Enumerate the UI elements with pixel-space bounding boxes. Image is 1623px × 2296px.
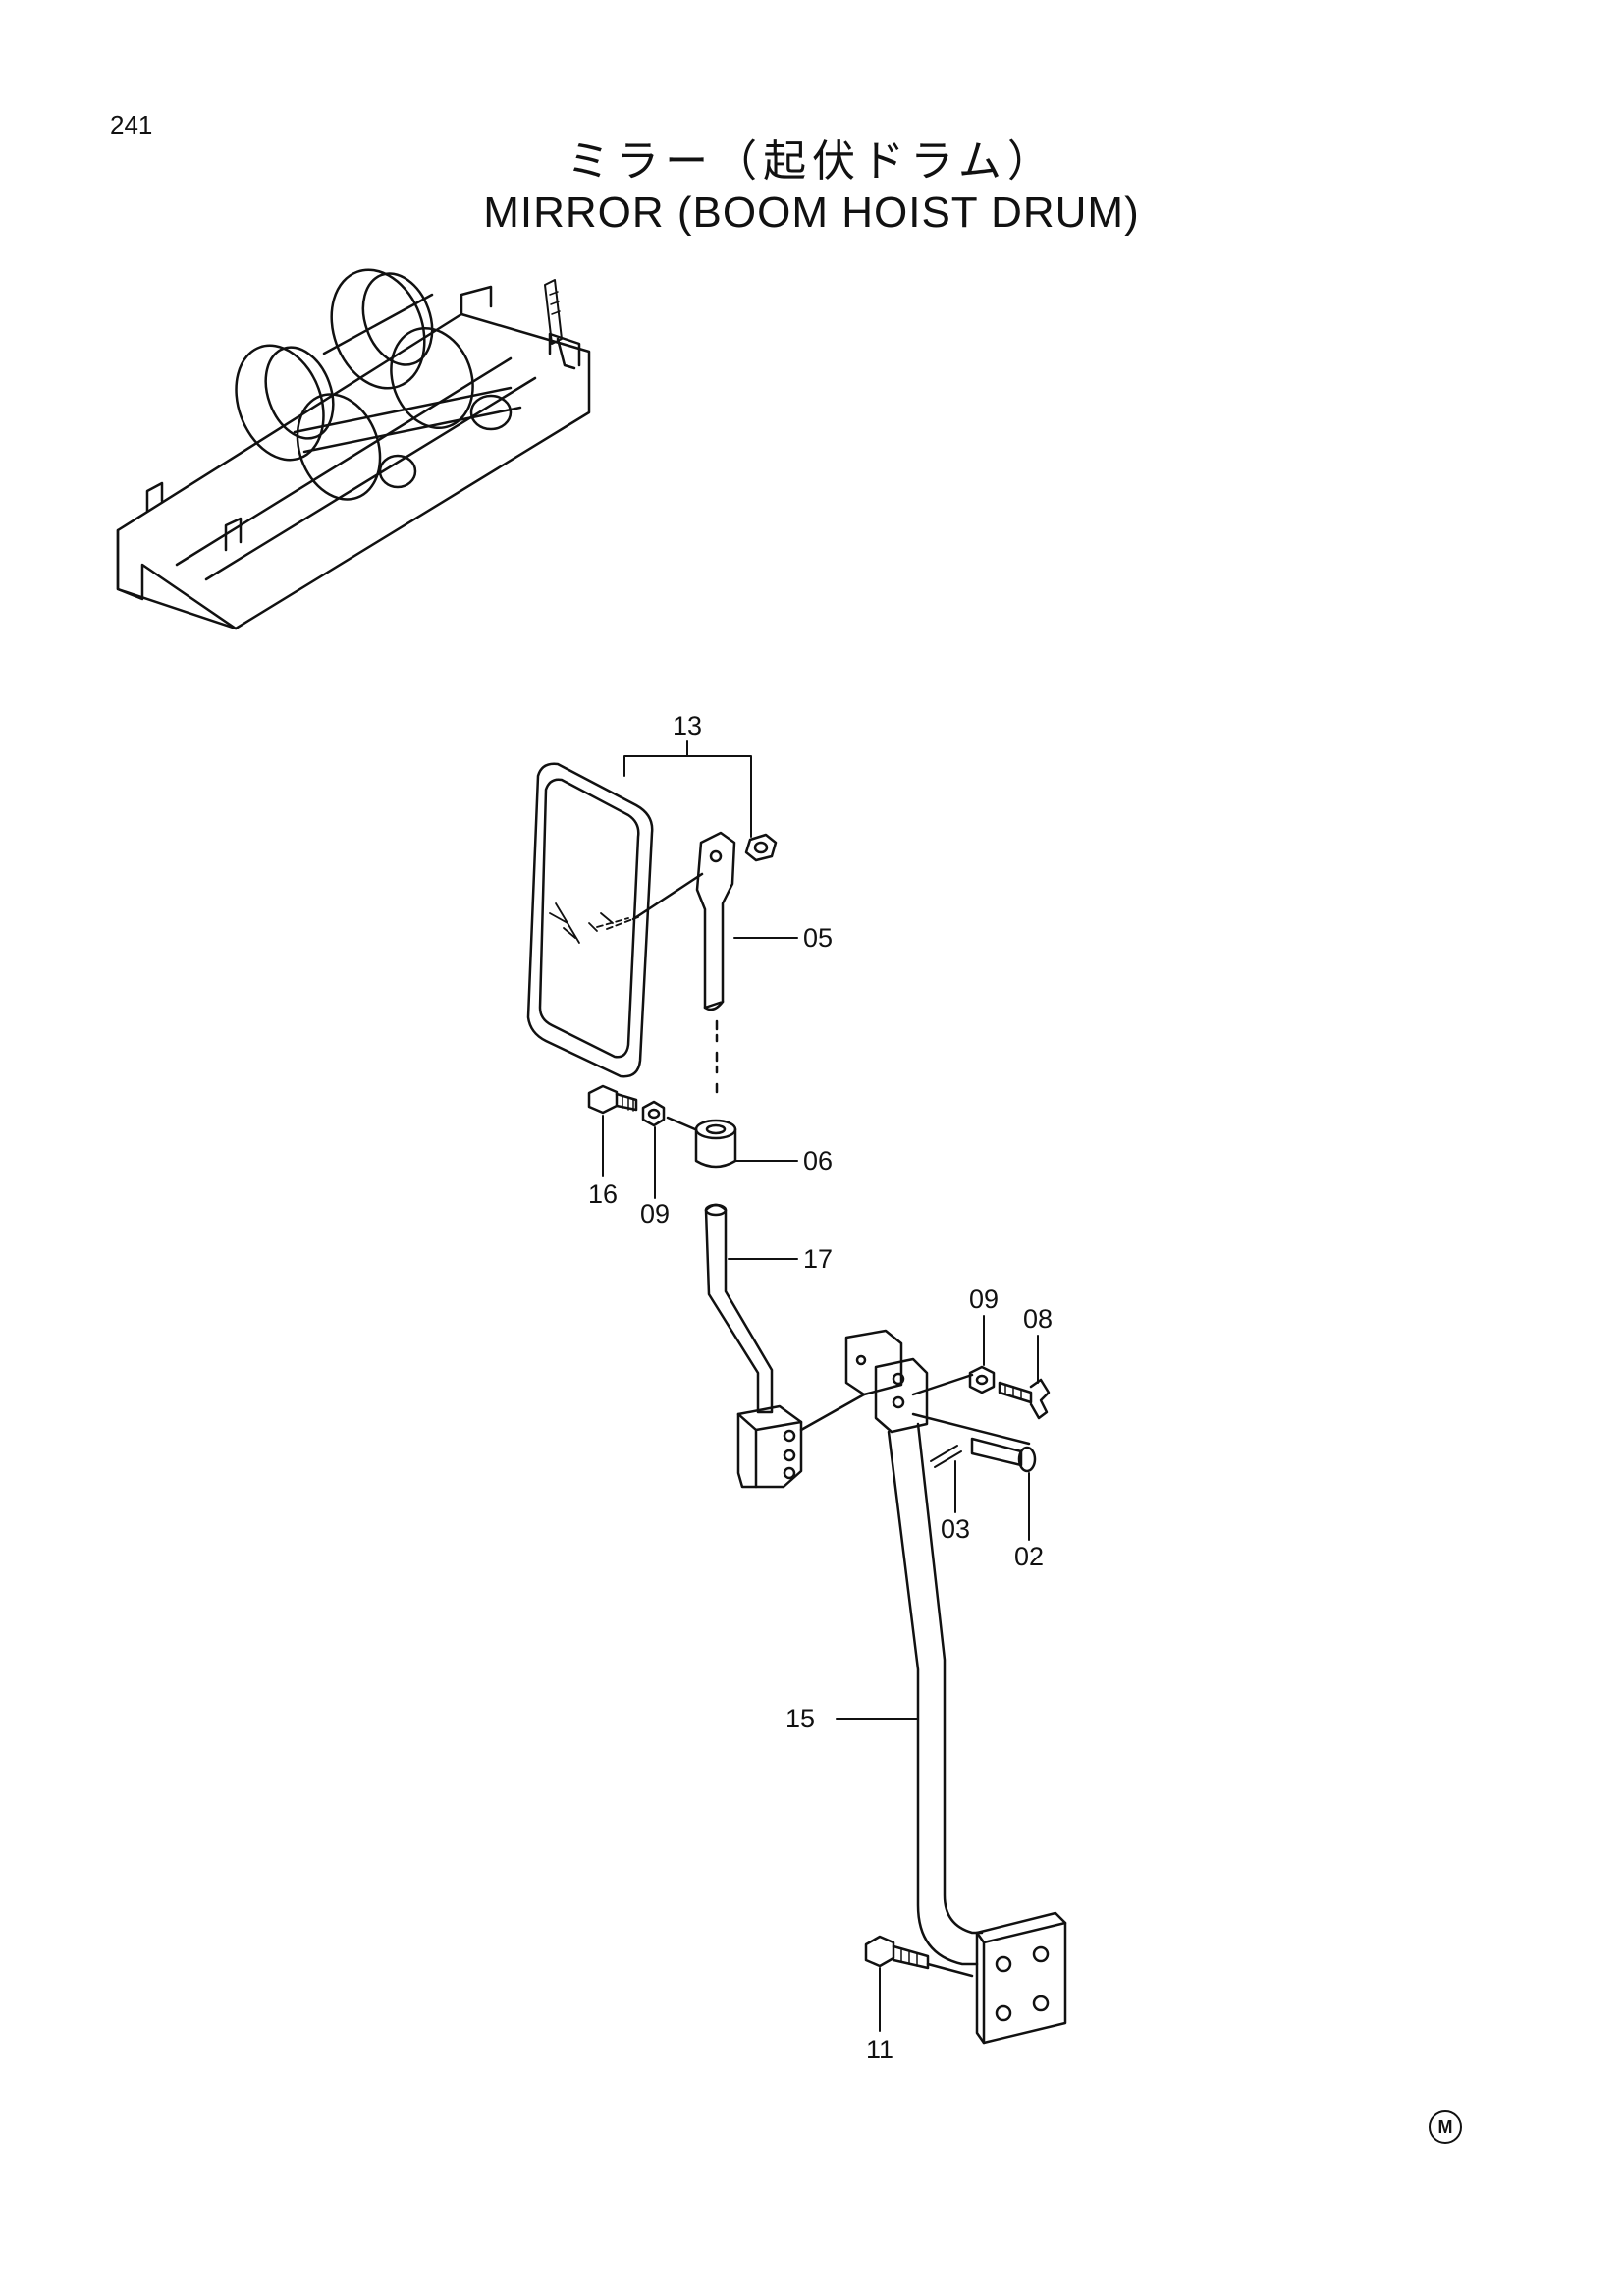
clamp-block (736, 1404, 803, 1489)
callout-16: 16 (588, 1179, 618, 1209)
bar-part-17 (704, 1203, 774, 1414)
leader-clamp-to-bracket (799, 1393, 866, 1432)
boss-part-06 (694, 1119, 737, 1169)
page-title-english: MIRROR (BOOM HOIST DRUM) (483, 189, 1140, 237)
drum-frame-locator-sketch (116, 268, 591, 630)
leader-16-to-06 (666, 1116, 697, 1131)
bolt-part-16 (587, 1084, 638, 1115)
base-plate (975, 1911, 1067, 2045)
cotter-pin-part-03 (930, 1445, 962, 1468)
callout-11: 11 (866, 2035, 893, 2064)
callout-03: 03 (941, 1514, 970, 1544)
manufacturer-mark: M (1429, 2110, 1462, 2144)
callout-labels: 13 05 16 09 06 17 09 08 03 02 15 11 (588, 711, 1053, 2064)
callout-08: 08 (1023, 1304, 1053, 1334)
callout-09-right: 09 (969, 1285, 999, 1314)
wing-bolt-part-08 (998, 1378, 1051, 1420)
pin-part-02 (970, 1437, 1037, 1473)
nut-part-09 (641, 1100, 666, 1127)
bracket-assembly (844, 1329, 1031, 1446)
callout-13: 13 (673, 711, 702, 740)
nut-part-09-right (968, 1365, 996, 1394)
stay-part-15 (887, 1422, 984, 1966)
nut-13 (744, 833, 778, 862)
mirror-part-13 (526, 762, 704, 1078)
callout-09-left: 09 (640, 1199, 670, 1229)
stay-part-05 (695, 831, 736, 1100)
callout-02: 02 (1014, 1542, 1044, 1571)
bolt-part-11 (864, 1935, 974, 1978)
callout-17: 17 (803, 1244, 833, 1274)
callout-05: 05 (803, 923, 833, 953)
callout-06: 06 (803, 1146, 833, 1175)
callout-15: 15 (785, 1704, 815, 1733)
callout-leaders (602, 740, 1039, 2032)
page-number: 241 (110, 110, 153, 139)
page-title-japanese: ミラー（起伏ドラム） (567, 137, 1056, 187)
